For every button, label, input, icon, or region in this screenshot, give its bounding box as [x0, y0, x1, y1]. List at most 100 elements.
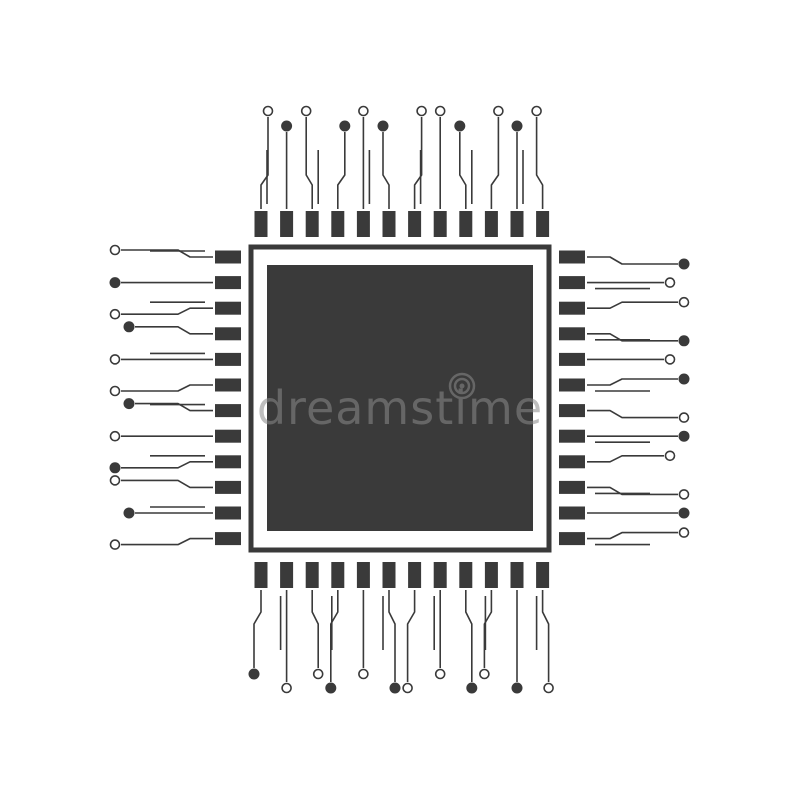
trace-pad-right [678, 373, 690, 385]
chip-pin-bottom [280, 562, 294, 588]
trace-right [587, 256, 678, 265]
trace-pad-left [109, 462, 121, 474]
chip-pin-top [382, 211, 396, 237]
trace-pad-right [678, 527, 690, 538]
trace-top [305, 117, 314, 209]
trace-pad-left [123, 321, 135, 333]
trace-pad-right [678, 335, 690, 347]
trace-pad-top [416, 105, 427, 117]
chip-pin-bottom [356, 562, 370, 588]
trace-pad-left [109, 385, 121, 397]
trace-pad-top [300, 105, 312, 117]
trace-left [121, 479, 213, 489]
chip-pin-top [408, 211, 422, 237]
trace-right [587, 378, 678, 386]
trace-pad-left [123, 507, 135, 519]
trace-pad-bottom [434, 668, 446, 680]
trace-pad-right [678, 412, 690, 423]
trace-top [490, 117, 500, 209]
trace-pad-left [109, 354, 121, 365]
chip-pin-left [215, 480, 241, 494]
trace-pad-bottom [543, 682, 554, 694]
chip-pin-top [433, 211, 447, 237]
chip-frame [248, 244, 552, 553]
chip-pin-left [215, 429, 241, 443]
chip-body [248, 244, 552, 553]
trace-pad-top [434, 105, 446, 117]
trace-pad-bottom [389, 682, 401, 694]
chip-pin-bottom [382, 562, 396, 588]
circuit-traces [109, 105, 690, 694]
chip-pin-bottom [536, 562, 550, 588]
trace-pad-top [377, 120, 389, 132]
trace-pad-bottom [312, 668, 324, 680]
trace-bottom [253, 590, 262, 668]
trace-pad-left [109, 244, 121, 256]
trace-top [382, 132, 390, 209]
trace-pad-top [493, 105, 504, 117]
chip-pin-right [559, 250, 585, 264]
trace-left [121, 384, 213, 392]
trace-top [535, 117, 544, 209]
trace-pad-top [454, 120, 466, 132]
chip-pin-top [356, 211, 370, 237]
trace-left [121, 307, 213, 316]
chip-pin-bottom [484, 562, 498, 588]
chip-pin-top [331, 211, 345, 237]
trace-bottom [329, 590, 339, 682]
trace-pad-left [109, 475, 121, 486]
chip-pin-top [510, 211, 524, 237]
chip-pin-left [215, 404, 241, 418]
chip-pin-top [280, 211, 294, 237]
watermark-text: dreamstime [257, 381, 543, 435]
trace-pad-right [678, 489, 690, 500]
trace-bottom [406, 590, 416, 682]
trace-top [413, 117, 423, 209]
trace-pad-bottom [358, 668, 369, 680]
trace-top [260, 117, 269, 209]
chip-pin-bottom [510, 562, 524, 588]
trace-pad-right [678, 507, 690, 519]
trace-pad-bottom [479, 668, 490, 680]
chip-pin-bottom [254, 562, 268, 588]
trace-pad-right [664, 354, 676, 365]
trace-pad-right [664, 277, 676, 288]
chip-pins [215, 211, 585, 588]
trace-pad-right [678, 430, 690, 442]
trace-bottom [483, 590, 493, 668]
chip-pin-left [215, 532, 241, 546]
trace-bottom [311, 590, 320, 668]
chip-pin-left [215, 378, 241, 392]
trace-pad-left [109, 539, 121, 550]
trace-right [587, 454, 664, 463]
chip-pin-top [484, 211, 498, 237]
chip-pin-right [559, 404, 585, 418]
trace-pad-bottom [466, 682, 478, 694]
chip-pin-top [305, 211, 319, 237]
trace-pad-left [109, 308, 121, 320]
trace-pad-top [531, 105, 542, 117]
trace-left [135, 325, 213, 335]
chip-pin-top [254, 211, 268, 237]
chip-pin-left [215, 506, 241, 520]
trace-right [587, 409, 678, 419]
trace-pad-right [664, 450, 676, 462]
chip-pin-left [215, 352, 241, 366]
chip-pin-left [215, 455, 241, 469]
trace-right [587, 301, 678, 310]
trace-bottom [388, 590, 396, 682]
trace-right [587, 486, 678, 496]
trace-pad-left [109, 430, 121, 442]
trace-left [135, 402, 213, 412]
chip-pin-left [215, 327, 241, 341]
chip-pin-right [559, 378, 585, 392]
chip-die [267, 265, 533, 531]
trace-left [121, 537, 213, 546]
trace-pad-bottom [325, 682, 337, 694]
chip-pin-right [559, 352, 585, 366]
trace-top [336, 132, 346, 209]
watermark-logo-icon [448, 372, 476, 400]
chip-pin-bottom [433, 562, 447, 588]
